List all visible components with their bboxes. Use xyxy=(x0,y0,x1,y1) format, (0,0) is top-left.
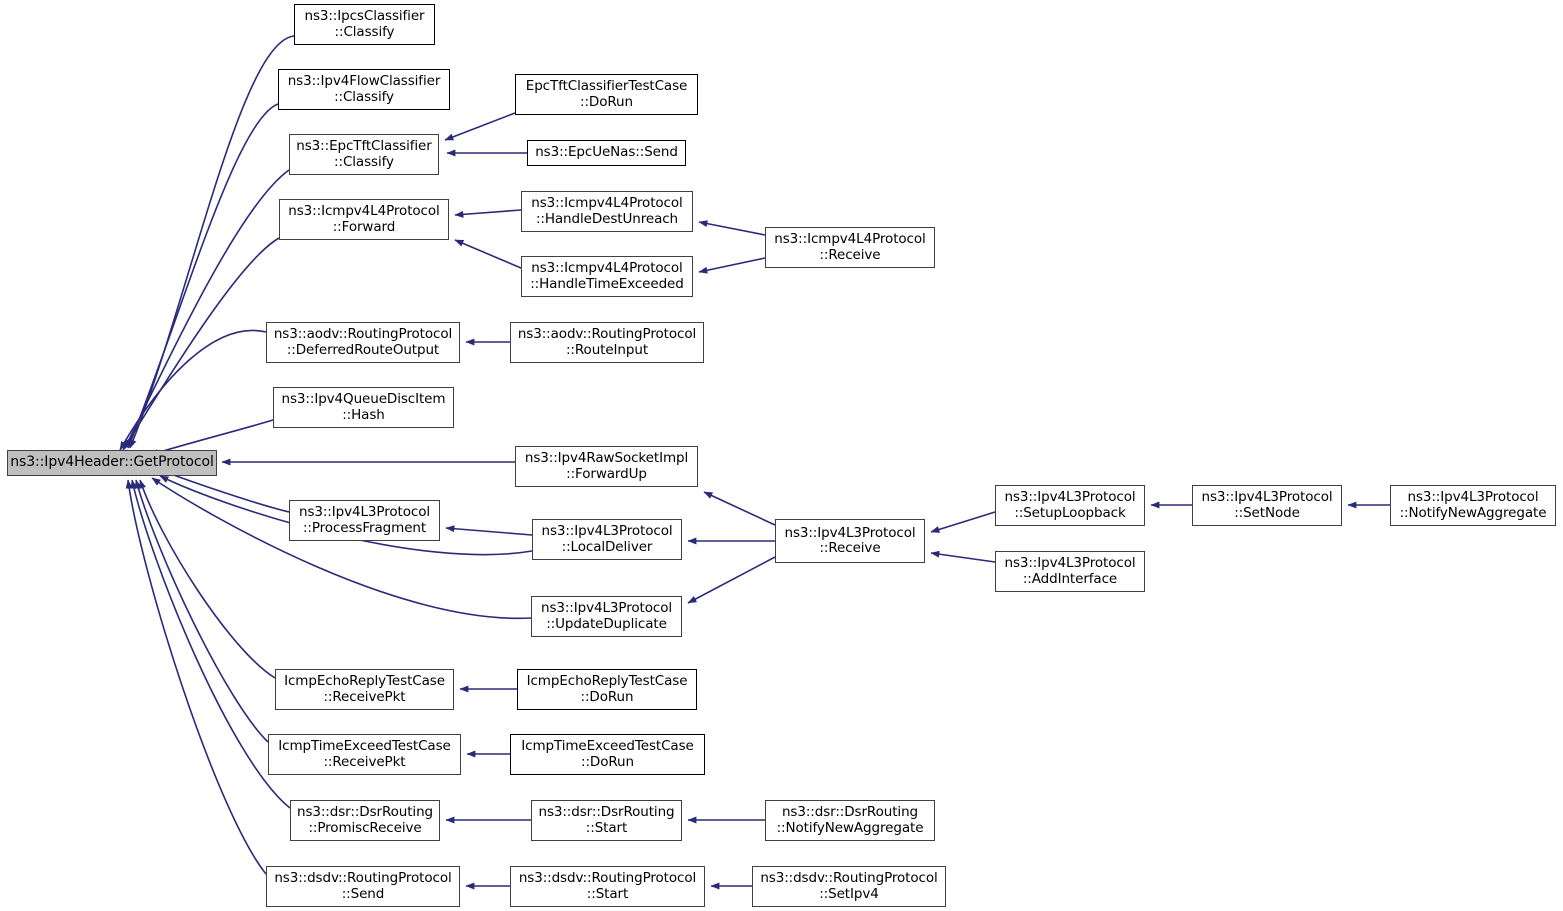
graph-edge xyxy=(139,479,276,679)
graph-node-aodvdef[interactable]: ns3::aodv::RoutingProtocol ::DeferredRou… xyxy=(266,322,460,363)
graph-node-label: EpcTftClassifierTestCase ::DoRun xyxy=(525,78,688,110)
graph-node-label: ns3::Ipv4L3Protocol ::NotifyNewAggregate xyxy=(1399,489,1547,521)
graph-node-label: ns3::Ipv4L3Protocol ::SetupLoopback xyxy=(1004,489,1136,521)
graph-node-addiface[interactable]: ns3::Ipv4L3Protocol ::AddInterface xyxy=(995,551,1145,592)
graph-node-flowcls[interactable]: ns3::Ipv4FlowClassifier ::Classify xyxy=(278,69,450,110)
graph-node-label: ns3::Ipv4L3Protocol ::LocalDeliver xyxy=(541,523,673,555)
graph-node-updup[interactable]: ns3::Ipv4L3Protocol ::UpdateDuplicate xyxy=(531,596,682,637)
graph-node-label: ns3::Ipv4FlowClassifier ::Classify xyxy=(287,73,441,105)
graph-node-epctft[interactable]: ns3::EpcTftClassifier ::Classify xyxy=(289,134,439,175)
graph-edge xyxy=(703,491,776,526)
graph-node-localdel[interactable]: ns3::Ipv4L3Protocol ::LocalDeliver xyxy=(532,519,682,560)
graph-edge xyxy=(129,35,295,449)
graph-node-l3notify[interactable]: ns3::Ipv4L3Protocol ::NotifyNewAggregate xyxy=(1390,485,1556,526)
graph-node-setnode[interactable]: ns3::Ipv4L3Protocol ::SetNode xyxy=(1192,485,1342,526)
graph-node-label: ns3::Ipv4RawSocketImpl ::ForwardUp xyxy=(524,450,689,482)
graph-node-label: ns3::dsr::DsrRouting ::NotifyNewAggregat… xyxy=(776,804,924,836)
graph-node-label: ns3::Icmpv4L4Protocol ::HandleDestUnreac… xyxy=(531,195,683,227)
graph-node-dsrpromisc[interactable]: ns3::dsr::DsrRouting ::PromiscReceive xyxy=(290,800,440,841)
graph-edge xyxy=(930,550,996,563)
graph-node-icmprecv[interactable]: ns3::Icmpv4L4Protocol ::Receive xyxy=(765,227,935,268)
graph-node-label: ns3::dsdv::RoutingProtocol ::Start xyxy=(518,870,697,902)
graph-node-label: IcmpTimeExceedTestCase ::DoRun xyxy=(521,738,694,770)
graph-edge xyxy=(159,469,290,513)
graph-edge xyxy=(122,237,280,451)
graph-node-l3recv[interactable]: ns3::Ipv4L3Protocol ::Receive xyxy=(775,519,925,563)
graph-node-label: ns3::Ipv4L3Protocol ::AddInterface xyxy=(1004,555,1136,587)
graph-edge xyxy=(125,479,267,875)
graph-node-label: ns3::Ipv4L3Protocol ::Receive xyxy=(784,524,916,556)
graph-node-label: ns3::Icmpv4L4Protocol ::Forward xyxy=(288,203,440,235)
graph-node-label: ns3::EpcUeNas::Send xyxy=(535,144,678,161)
graph-node-rawfwdup[interactable]: ns3::Ipv4RawSocketImpl ::ForwardUp xyxy=(515,446,698,487)
graph-node-procfrag[interactable]: ns3::Ipv4L3Protocol ::ProcessFragment xyxy=(289,500,440,541)
graph-node-echorecv[interactable]: IcmpEchoReplyTestCase ::ReceivePkt xyxy=(275,669,454,710)
graph-edge xyxy=(127,103,279,449)
graph-node-label: ns3::Ipv4L3Protocol ::UpdateDuplicate xyxy=(540,600,673,632)
graph-node-ipcs[interactable]: ns3::IpcsClassifier ::Classify xyxy=(294,4,435,45)
graph-node-dsdvstart[interactable]: ns3::dsdv::RoutingProtocol ::Start xyxy=(510,866,705,907)
graph-node-label: ns3::dsr::DsrRouting ::Start xyxy=(538,804,675,836)
graph-node-icmptime[interactable]: ns3::Icmpv4L4Protocol ::HandleTimeExceed… xyxy=(521,256,693,297)
graph-node-label: ns3::Icmpv4L4Protocol ::Receive xyxy=(774,231,926,263)
graph-node-label: ns3::dsr::DsrRouting ::PromiscReceive xyxy=(296,804,434,836)
graph-edge xyxy=(130,479,291,809)
graph-node-label: ns3::Ipv4QueueDiscItem ::Hash xyxy=(281,391,446,423)
graph-node-label: ns3::IpcsClassifier ::Classify xyxy=(304,8,425,40)
graph-node-label: ns3::dsdv::RoutingProtocol ::Send xyxy=(274,870,452,902)
graph-node-dsdvsend[interactable]: ns3::dsdv::RoutingProtocol ::Send xyxy=(266,866,460,907)
graph-node-qdhash[interactable]: ns3::Ipv4QueueDiscItem ::Hash xyxy=(273,387,454,428)
graph-edge xyxy=(454,239,522,269)
graph-node-label: IcmpEchoReplyTestCase ::DoRun xyxy=(526,673,688,705)
graph-node-dsrnotify[interactable]: ns3::dsr::DsrRouting ::NotifyNewAggregat… xyxy=(765,800,935,841)
graph-edge xyxy=(124,169,290,449)
graph-node-label: ns3::Ipv4L3Protocol ::ProcessFragment xyxy=(298,504,431,536)
graph-edge xyxy=(119,329,267,451)
graph-node-label: ns3::EpcTftClassifier ::Classify xyxy=(296,138,432,170)
graph-edge xyxy=(698,257,766,274)
graph-node-epcuenas[interactable]: ns3::EpcUeNas::Send xyxy=(527,140,686,166)
graph-node-icmpfwd[interactable]: ns3::Icmpv4L4Protocol ::Forward xyxy=(279,199,449,240)
graph-node-epctfttest[interactable]: EpcTftClassifierTestCase ::DoRun xyxy=(515,74,698,115)
graph-node-label: ns3::aodv::RoutingProtocol ::RouteInput xyxy=(517,326,697,358)
graph-node-timerun[interactable]: IcmpTimeExceedTestCase ::DoRun xyxy=(510,734,705,775)
graph-node-setuploop[interactable]: ns3::Ipv4L3Protocol ::SetupLoopback xyxy=(995,485,1145,526)
graph-edge xyxy=(445,525,533,536)
graph-node-aodvrin[interactable]: ns3::aodv::RoutingProtocol ::RouteInput xyxy=(510,322,704,363)
graph-edge xyxy=(687,556,776,604)
graph-edge xyxy=(444,112,516,141)
graph-node-dsdvsetipv4[interactable]: ns3::dsdv::RoutingProtocol ::SetIpv4 xyxy=(752,866,946,907)
graph-edge xyxy=(930,511,996,533)
graph-node-root[interactable]: ns3::Ipv4Header::GetProtocol xyxy=(7,450,217,476)
graph-node-label: ns3::Ipv4L3Protocol ::SetNode xyxy=(1201,489,1333,521)
graph-edge xyxy=(134,479,269,743)
graph-node-label: ns3::dsdv::RoutingProtocol ::SetIpv4 xyxy=(760,870,938,902)
graph-node-label: IcmpTimeExceedTestCase ::ReceivePkt xyxy=(278,738,451,770)
graph-node-label: ns3::Icmpv4L4Protocol ::HandleTimeExceed… xyxy=(530,260,684,292)
graph-node-label: IcmpEchoReplyTestCase ::ReceivePkt xyxy=(284,673,445,705)
graph-edge xyxy=(698,220,766,236)
graph-node-dsrstart[interactable]: ns3::dsr::DsrRouting ::Start xyxy=(531,800,682,841)
graph-edge xyxy=(454,209,522,218)
graph-node-label: ns3::aodv::RoutingProtocol ::DeferredRou… xyxy=(273,326,453,358)
graph-node-icmpdest[interactable]: ns3::Icmpv4L4Protocol ::HandleDestUnreac… xyxy=(521,191,693,232)
graph-node-timerecv[interactable]: IcmpTimeExceedTestCase ::ReceivePkt xyxy=(268,734,461,775)
graph-node-echorun[interactable]: IcmpEchoReplyTestCase ::DoRun xyxy=(517,669,697,710)
graph-edge xyxy=(151,477,532,620)
graph-node-label: ns3::Ipv4Header::GetProtocol xyxy=(10,454,214,471)
